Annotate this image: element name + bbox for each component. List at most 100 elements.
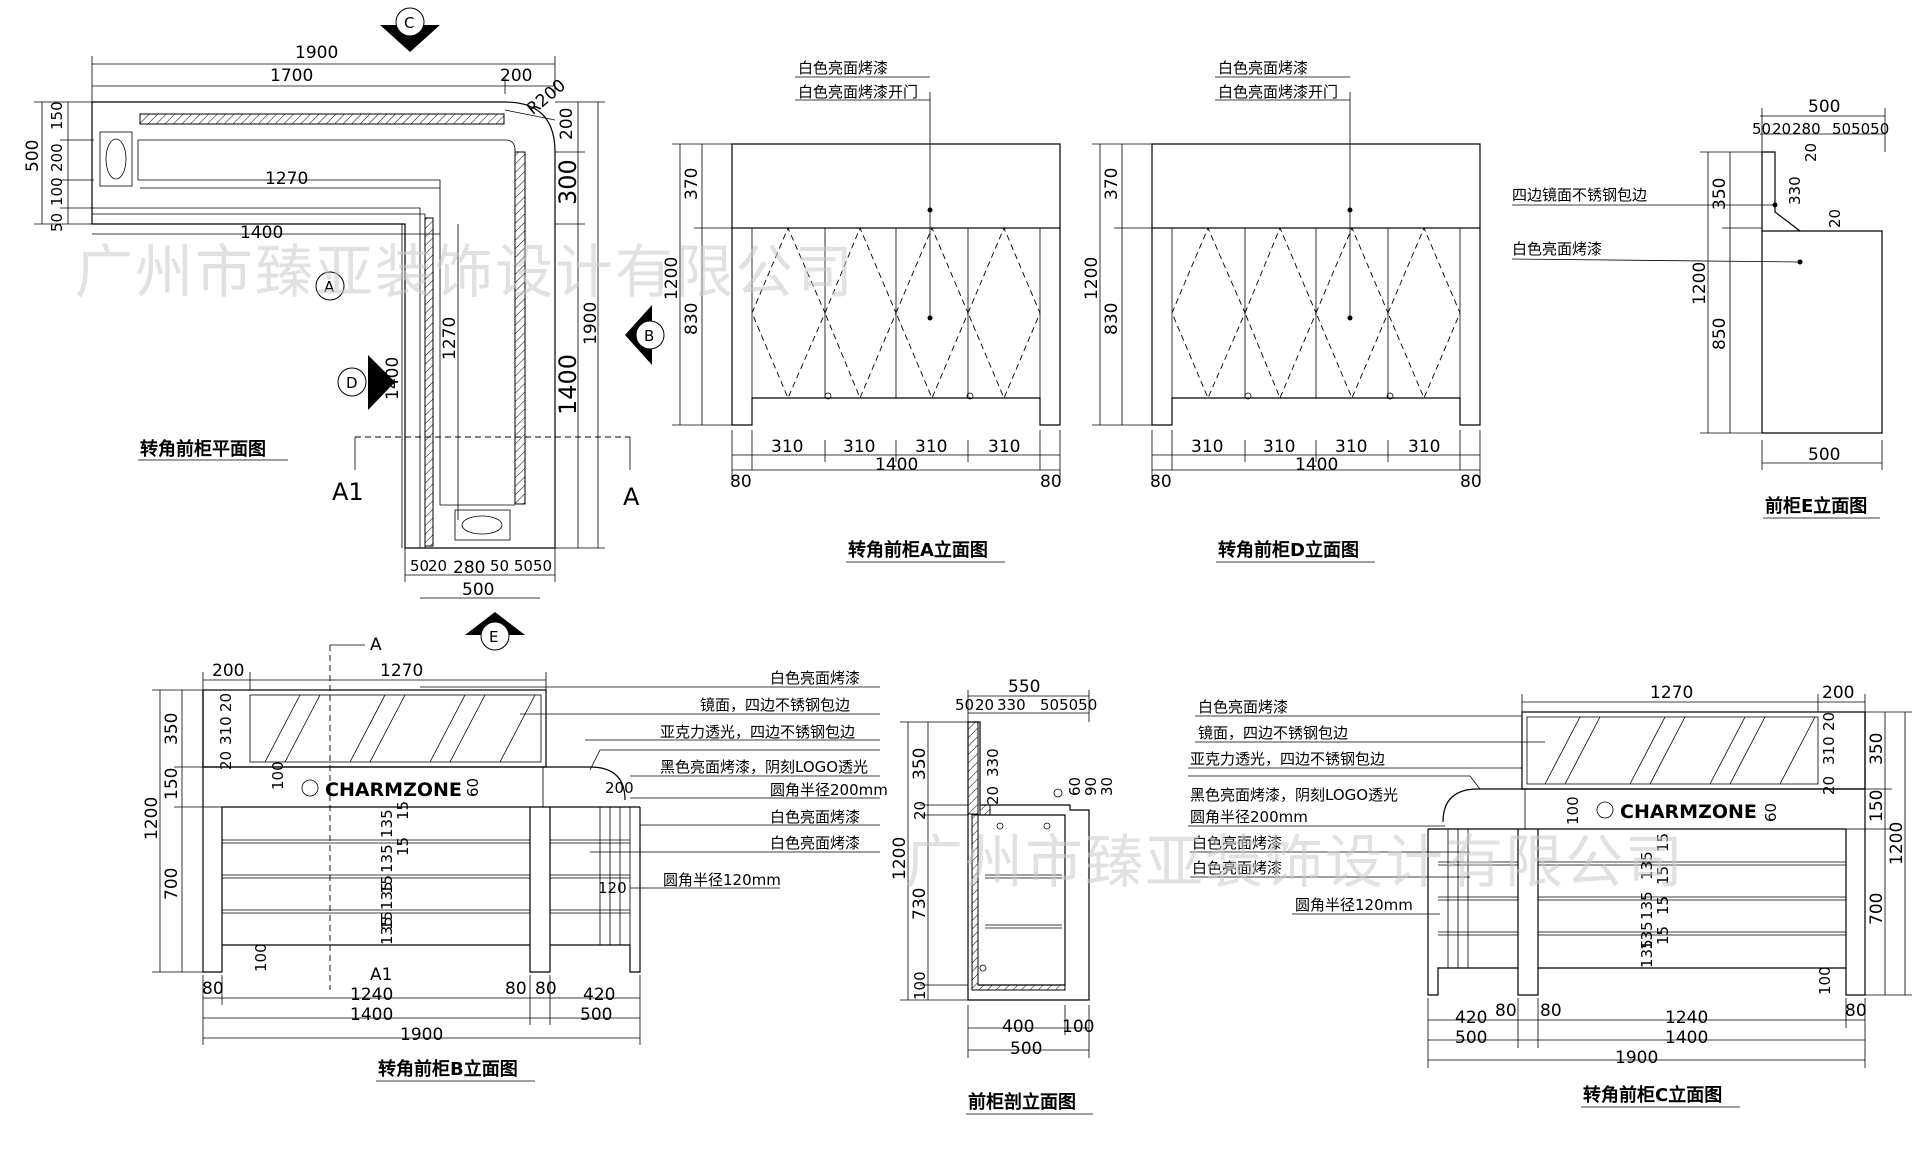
elev-e-dim-330: 330 bbox=[1786, 176, 1804, 205]
elev-a-dim-1400: 1400 bbox=[875, 455, 918, 475]
elev-b-dim-i15b: 15 bbox=[394, 837, 412, 856]
elev-b-mirror bbox=[249, 694, 542, 763]
elev-c-note-3: 亚克力透光，四边不锈钢包边 bbox=[1190, 750, 1385, 768]
elevation-d: 白色亮面烤漆 白色亮面烤漆开门 370 1200 830 310 310 310… bbox=[1082, 59, 1482, 563]
elev-b-note-4: 黑色亮面烤漆，阴刻LOGO透光 bbox=[660, 758, 868, 776]
section-dim-330: 330 bbox=[984, 748, 1002, 777]
elev-c-dim-1200: 1200 bbox=[1887, 822, 1907, 865]
elevation-c: CHARMZONE 1270 200 350 150 1200 70 bbox=[1188, 683, 1912, 1108]
svg-text:B: B bbox=[644, 327, 654, 345]
elev-c-note-8: 圆角半径120mm bbox=[1295, 896, 1413, 914]
elev-c-dim-i15a: 15 bbox=[1654, 833, 1672, 852]
plan-dim-1400: 1400 bbox=[240, 223, 283, 243]
elev-b-notes: 白色亮面烤漆 镜面，四边不锈钢包边 亚克力透光，四边不锈钢包边 黑色亮面烤漆，阴… bbox=[420, 669, 888, 889]
elev-c-dim-i15b: 15 bbox=[1654, 866, 1672, 885]
elev-b-dim-i100: 100 bbox=[269, 761, 287, 790]
elev-c-dim-f100: 100 bbox=[1816, 966, 1834, 995]
elev-e-note-1: 四边镜面不锈钢包边 bbox=[1512, 186, 1647, 204]
elev-b-note-1: 白色亮面烤漆 bbox=[770, 669, 860, 687]
section-dim-1200: 1200 bbox=[890, 837, 910, 880]
elev-c-dim-i100: 100 bbox=[1564, 796, 1582, 825]
elev-c-dim-b1240: 1240 bbox=[1665, 1008, 1708, 1028]
elev-d-dim-370: 370 bbox=[1102, 168, 1122, 200]
elev-a-note-2: 白色亮面烤漆开门 bbox=[798, 83, 918, 101]
plan-dim-r1400: 1400 bbox=[554, 354, 582, 415]
plan-marker-d: D bbox=[337, 355, 395, 410]
elev-c-note-5: 圆角半径200mm bbox=[1190, 808, 1308, 826]
section-dim-90: 90 bbox=[1082, 777, 1100, 796]
elev-c-dim-i60: 60 bbox=[1762, 803, 1780, 822]
svg-text:C: C bbox=[404, 14, 414, 32]
elev-e-dim-500-bottom: 500 bbox=[1808, 445, 1840, 465]
elev-c-dim-700: 700 bbox=[1867, 893, 1887, 925]
section-view: 550 50 20 330 505050 350 20 1200 730 100… bbox=[890, 677, 1116, 1115]
plan-dim-v150: 150 bbox=[48, 101, 66, 130]
section-dim-20a: 20 bbox=[911, 801, 929, 820]
elev-c-dim-350: 350 bbox=[1867, 733, 1887, 765]
elev-b-dim-b80c: 80 bbox=[535, 979, 557, 999]
section-dim-t20: 20 bbox=[975, 696, 994, 714]
plan-dim-1700: 1700 bbox=[270, 66, 313, 86]
elev-b-dim-b1240: 1240 bbox=[350, 985, 393, 1005]
plan-marker-c: C bbox=[380, 7, 440, 52]
elev-d-note-2: 白色亮面烤漆开门 bbox=[1218, 83, 1338, 101]
plan-dim-v500: 500 bbox=[23, 140, 43, 172]
plan-view: 1900 1700 200 R200 500 150 200 100 50 bbox=[23, 7, 665, 651]
elev-c-mirror bbox=[1526, 716, 1819, 785]
elev-b-dim-1270: 1270 bbox=[380, 661, 423, 681]
elev-c-title: 转角前柜C立面图 bbox=[1583, 1084, 1722, 1106]
elev-b-dim-i135a: 135 bbox=[378, 809, 396, 838]
elevation-a: 白色亮面烤漆 白色亮面烤漆开门 370 1200 830 310 310 310… bbox=[662, 59, 1062, 563]
elev-b-note-6: 白色亮面烤漆 bbox=[770, 808, 860, 826]
elev-b-note-7: 白色亮面烤漆 bbox=[770, 834, 860, 852]
elev-c-note-6: 白色亮面烤漆 bbox=[1192, 834, 1282, 852]
plan-marker-a-right: A bbox=[623, 483, 640, 511]
plan-dim-b280: 280 bbox=[453, 558, 485, 578]
elev-b-dim-200: 200 bbox=[212, 661, 244, 681]
section-dim-b100: 100 bbox=[1062, 1017, 1094, 1037]
elev-c-dim-i20a: 20 bbox=[1820, 712, 1838, 731]
elev-e-dim-505050: 505050 bbox=[1832, 120, 1889, 138]
plan-dim-b50: 50 bbox=[410, 557, 429, 575]
plan-dim-v200: 200 bbox=[48, 143, 66, 172]
elev-b-dim-b500: 500 bbox=[580, 1005, 612, 1025]
plan-title: 转角前柜平面图 bbox=[140, 438, 266, 460]
plan-dim-200: 200 bbox=[500, 66, 532, 86]
elev-b-dim-r200: 200 bbox=[605, 779, 634, 797]
plan-dim-r200v: 200 bbox=[557, 108, 577, 140]
elev-b-note-3: 亚克力透光，四边不锈钢包边 bbox=[660, 723, 855, 741]
section-dim-730: 730 bbox=[910, 888, 930, 920]
elev-a-dim-80-r: 80 bbox=[1040, 472, 1062, 492]
elev-b-title: 转角前柜B立面图 bbox=[378, 1058, 518, 1080]
watermark-top: 广州市臻亚装饰设计有限公司 bbox=[75, 238, 855, 306]
elev-c-dim-i135a: 135 bbox=[1638, 851, 1656, 880]
plan-dim-1900: 1900 bbox=[295, 43, 338, 63]
elev-c-note-1: 白色亮面烤漆 bbox=[1198, 698, 1288, 716]
elev-e-dim-850: 850 bbox=[1710, 318, 1730, 350]
plan-dim-r300: 300 bbox=[554, 159, 582, 205]
elev-b-dim-i135d: 135 bbox=[378, 916, 396, 945]
elev-c-dim-150: 150 bbox=[1867, 790, 1887, 822]
elev-d-note-1: 白色亮面烤漆 bbox=[1218, 59, 1308, 77]
elev-d-dim-310-2: 310 bbox=[1263, 437, 1295, 457]
plan-dim-i1270: 1270 bbox=[440, 317, 460, 360]
elev-e-dim-1200: 1200 bbox=[1690, 262, 1710, 305]
elev-c-dim-i310: 310 bbox=[1820, 736, 1838, 765]
elev-c-dim-b80b: 80 bbox=[1540, 1001, 1562, 1021]
elev-c-dim-b1900: 1900 bbox=[1615, 1048, 1658, 1068]
elev-b-dim-b80b: 80 bbox=[505, 979, 527, 999]
section-dim-t330: 330 bbox=[997, 696, 1026, 714]
elev-b-dim-i310: 310 bbox=[217, 716, 235, 745]
elev-a-note-1: 白色亮面烤漆 bbox=[798, 59, 888, 77]
elev-a-dim-310-2: 310 bbox=[843, 437, 875, 457]
plan-dim-1270: 1270 bbox=[265, 169, 308, 189]
elev-e-dim-280: 280 bbox=[1792, 120, 1821, 138]
plan-dim-r1900: 1900 bbox=[581, 302, 601, 345]
elev-c-dim-i20b: 20 bbox=[1820, 776, 1838, 795]
section-title: 前柜剖立面图 bbox=[968, 1091, 1076, 1113]
plan-hatch-top bbox=[139, 113, 505, 125]
elev-b-dim-i15d: 15 bbox=[378, 911, 396, 930]
elev-b-section-a: A bbox=[370, 635, 382, 655]
elev-c-dim-1270: 1270 bbox=[1650, 683, 1693, 703]
